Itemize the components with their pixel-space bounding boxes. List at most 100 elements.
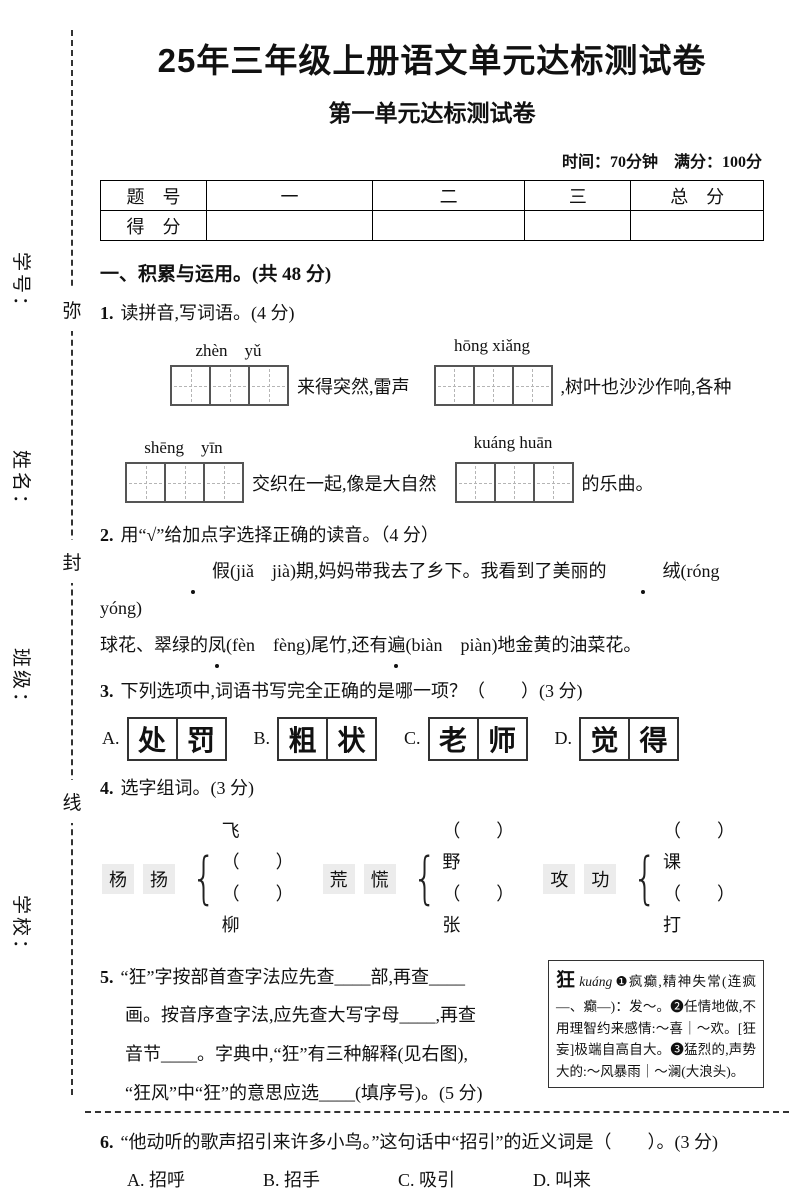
q1-item-2: hōng xiǎng ,树叶也沙沙作响,各种 [433,336,738,406]
q5-line-1: 5.“狂”字按部首查字法应先查____部,再查____ [100,966,465,987]
choice-char: 扬 [143,863,175,894]
score-header-total: 总 分 [630,180,764,211]
exam-meta: 时间：70分钟 满分：100分 [561,154,762,171]
score-table: 题 号 一 二 三 总 分 得 分 [99,180,764,241]
choice-char: 功 [584,863,617,894]
q2-passage: 假(jiǎ jià)期,妈妈带我去了乡下。我看到了美丽的绒(róng yóng)… [100,553,764,664]
dotted-char: 遍 [387,627,405,664]
pinyin-label: shēng yīn [144,438,223,457]
q5-line-3: 音节____。字典中,“狂”有三种解释(见右图), [125,1044,468,1065]
q4-pair: 飞（ ） （ ）柳 [221,820,294,936]
word-box: 觉得 [579,716,680,761]
q4-pair: （ ）野 （ ）张 [442,820,515,936]
option-label: A. [102,728,120,749]
choice-char: 杨 [102,863,134,894]
q1-sentence: 来得突然,雷声 [297,376,410,397]
page-title: 25年三年级上册语文单元达标测试卷 [157,42,707,79]
q6-option-d: D. 叫来 [533,1170,592,1191]
dotted-char: 假 [156,553,230,590]
writing-cell [436,367,473,404]
dotted-char: 绒 [606,553,680,590]
q4-group-2: 荒 慌 （ ）野 （ ）张 [322,816,520,942]
page-subtitle: 第一单元达标测试卷 [328,100,536,126]
score-cell [371,210,526,241]
choice-char: 慌 [363,863,396,894]
option-label: C. [404,728,421,749]
q3-option-d: D. 觉得 [554,716,680,761]
q1-number: 1. [100,303,114,323]
q6-number: 6. [100,1132,114,1153]
bottom-cut-line [85,1111,789,1113]
q3-option-a: A. 处罚 [102,716,227,761]
seal-char-xian: 线 [61,780,83,823]
word-box: 老师 [427,716,528,761]
q3-option-c: C. 老师 [404,716,528,761]
q6-text: “他动听的歌声招引来许多小鸟。”这句话中“招引”的近义词是（ ）。(3 分) [120,1132,718,1153]
brace-glyph [191,851,216,907]
q6-option-b: B. 招手 [263,1170,321,1191]
dict-definitions: ❶疯癫,精神失常(连疯—、癫—)：发～。❷任情地做,不用理智约来感情:～喜｜～欢… [556,973,756,1079]
seal-char-feng: 封 [61,540,83,583]
q5-block: 5.“狂”字按部首查字法应先查____部,再查____ 画。按音序查字法,应先查… [100,958,764,1113]
brace-glyph [633,851,658,907]
student-name-label: 姓名： [10,450,31,517]
writing-boxes [125,462,244,503]
pinyin-label: zhèn yǔ [195,341,262,360]
q2-text: 用“√”给加点字选择正确的读音。（4 分） [120,525,439,545]
writing-cell [493,464,533,501]
score-header-one: 一 [206,180,373,211]
q4-pair: （ ）课 （ ）打 [662,820,735,936]
dict-headword: 狂 [556,969,577,991]
score-row-label: 得 分 [99,210,208,241]
q1-item-3: shēng yīn 交织在一起,像是大自然 [125,438,443,503]
dotted-char: 凤 [208,627,226,664]
word-box: 粗状 [277,716,378,761]
writing-cell [472,367,512,404]
writing-cell [209,367,248,404]
score-cell [206,210,373,241]
q4-text: 选字组词。(3 分) [120,777,255,798]
school-label: 学校： [10,895,31,962]
q2-stem: 2. 用“√”给加点字选择正确的读音。（4 分） [100,521,764,547]
q3-options: A. 处罚 B. 粗状 C. 老师 D. 觉得 [102,716,764,761]
score-header-two: 二 [371,180,526,211]
q3-number: 3. [100,680,114,701]
q1-row-1: zhèn yǔ 来得突然,雷声 hōng xiǎng ,树叶也沙沙作响,各种 [170,336,764,406]
q1-sentence: 交织在一起,像是大自然 [252,473,437,494]
q5-number: 5. [100,966,114,987]
student-id-label: 学号： [10,252,31,319]
q1-item-1: zhèn yǔ 来得突然,雷声 [170,341,416,406]
pinyin-label: hōng xiǎng [453,336,531,355]
q4-number: 4. [100,777,114,798]
score-header-question: 题 号 [99,180,208,211]
score-cell [524,210,632,241]
q3-text: 下列选项中,词语书写完全正确的是哪一项？（ ）(3 分) [120,680,583,701]
writing-cell [457,464,494,501]
word-box: 处罚 [126,716,227,761]
q5-line-2: 画。按音序查字法,应先查大写字母____,再查 [125,1005,476,1026]
writing-cell [248,367,287,404]
q1-sentence: ,树叶也沙沙作响,各种 [560,376,732,397]
class-label: 班级： [10,648,31,715]
writing-cell [127,464,164,501]
q1-item-4: kuáng huān 的乐曲。 [454,433,660,503]
q6-option-c: C. 吸引 [398,1170,456,1191]
score-header-three: 三 [524,180,632,211]
writing-boxes [454,462,574,503]
seal-char-mi: 弥 [61,288,83,331]
option-label: D. [554,728,573,749]
q2-number: 2. [100,525,114,545]
q1-text: 读拼音,写词语。(4 分) [120,303,295,323]
writing-cell [203,464,242,501]
q5-line-4: “狂风”中“狂”的意思应选____(填序号)。(5 分) [125,1082,483,1103]
q4-group-3: 攻 功 （ ）课 （ ）打 [543,816,740,942]
brace-glyph [412,851,437,907]
q6-stem: 6. “他动听的歌声招引来许多小鸟。”这句话中“招引”的近义词是（ ）。(3 分) [100,1128,764,1154]
q6-option-a: A. 招呼 [127,1170,185,1191]
writing-cell [164,464,203,501]
q3-option-b: B. 粗状 [254,716,378,761]
q6-options: A. 招呼 B. 招手 C. 吸引 D. 叫来 [127,1166,764,1192]
writing-cell [511,367,551,404]
q4-stem: 4. 选字组词。(3 分) [100,774,764,800]
